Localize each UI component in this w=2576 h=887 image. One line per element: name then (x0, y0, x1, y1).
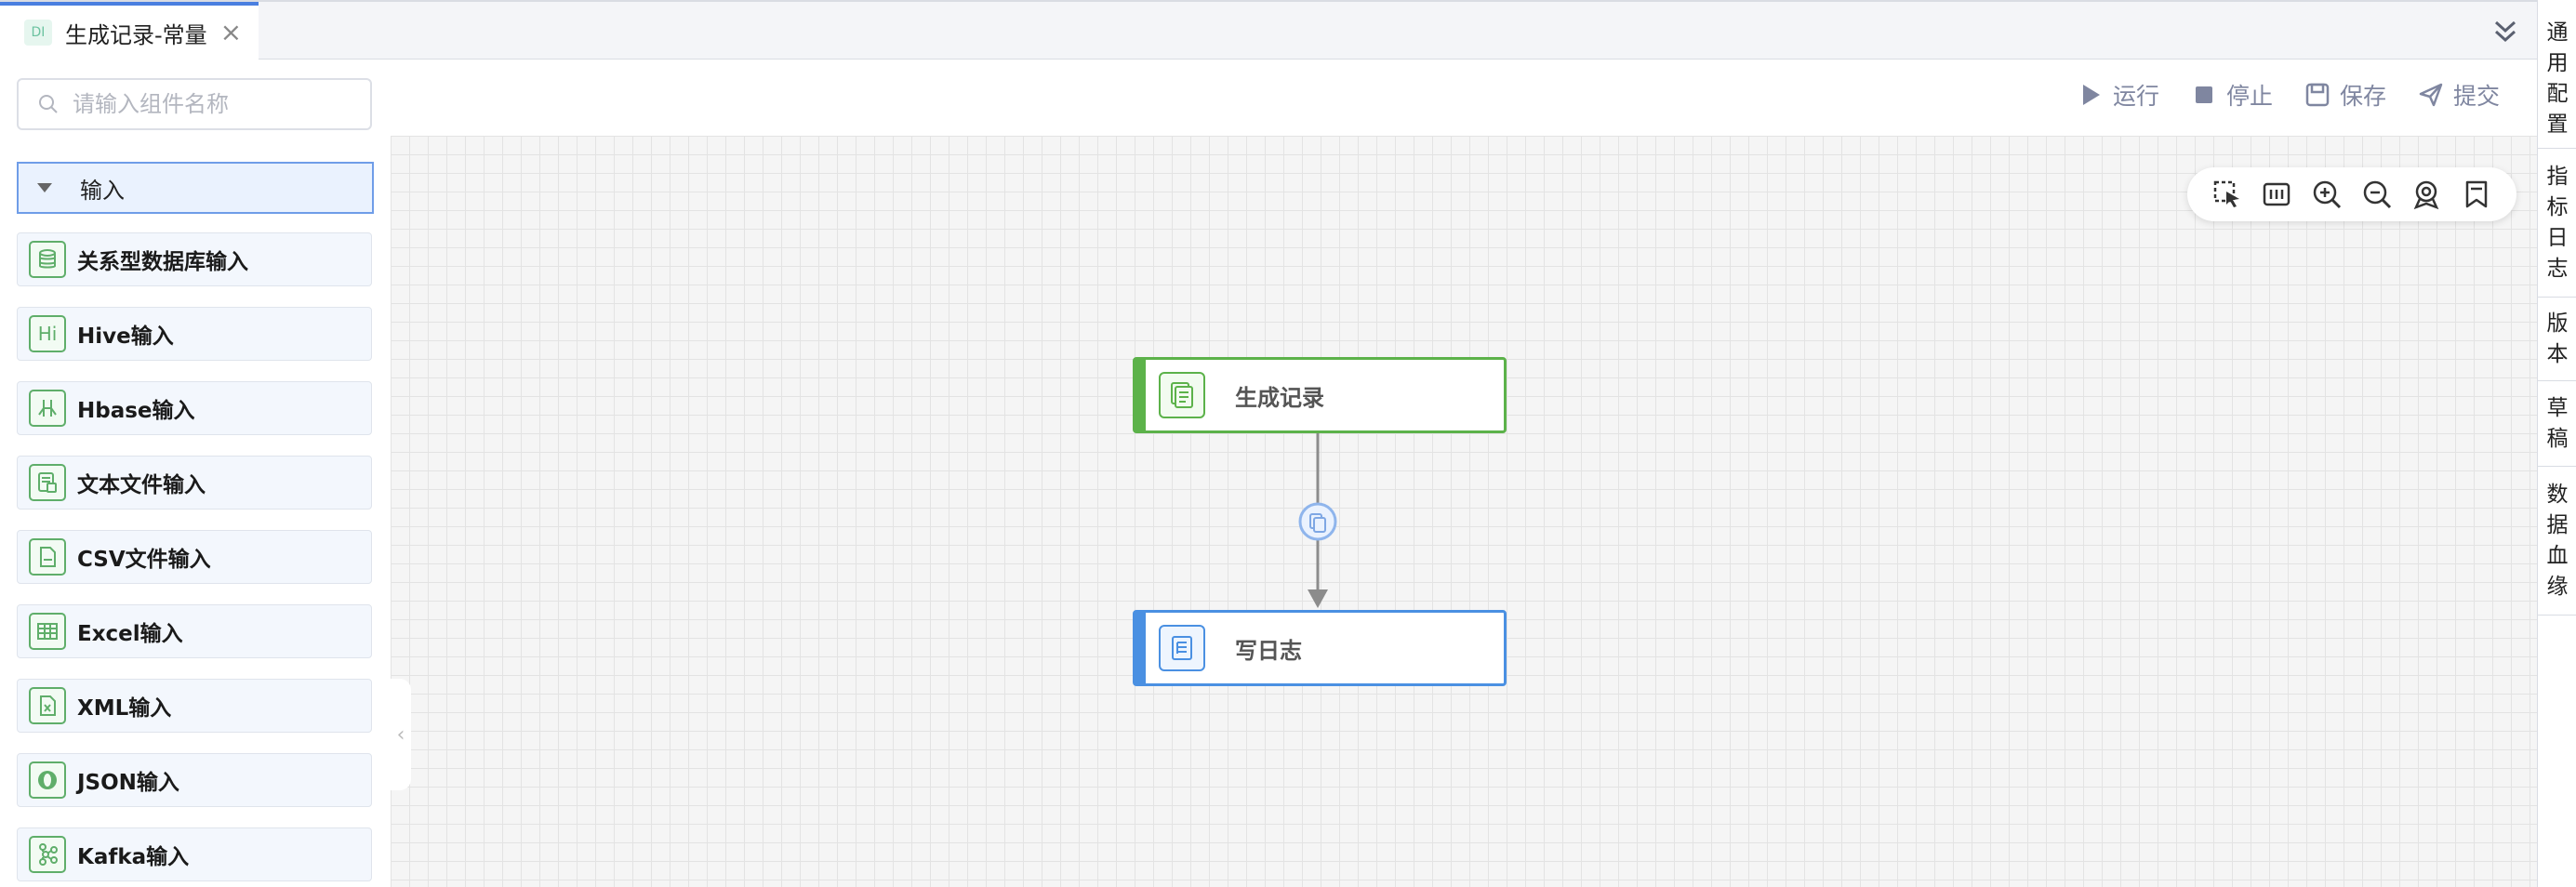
run-button[interactable]: 运行 (2078, 78, 2159, 112)
xml-file-icon (29, 687, 66, 724)
component-hive-input[interactable]: Hi Hive输入 (17, 307, 372, 361)
component-label: Excel输入 (77, 622, 183, 646)
tab-metrics-log[interactable]: 指标日志 (2538, 149, 2576, 298)
component-label: 关系型数据库输入 (77, 250, 248, 274)
tab-draft[interactable]: 草稿 (2538, 381, 2576, 467)
kafka-icon (29, 836, 66, 873)
stop-button[interactable]: 停止 (2191, 78, 2273, 112)
component-kafka-input[interactable]: Kafka输入 (17, 827, 372, 881)
collapse-chevron-icon[interactable] (2487, 15, 2524, 48)
locate-badge-icon[interactable] (2410, 179, 2442, 210)
zoom-in-icon[interactable] (2311, 179, 2343, 210)
group-header-input[interactable]: 输入 (17, 162, 374, 214)
hbase-icon (29, 390, 66, 427)
tab-general-config[interactable]: 通用配置 (2538, 9, 2576, 149)
tab-title: 生成记录-常量 (65, 21, 207, 48)
component-label: Hbase输入 (77, 399, 195, 423)
close-icon[interactable]: × (219, 17, 243, 47)
log-file-icon (1159, 625, 1205, 671)
save-icon (2305, 83, 2330, 107)
tab-app-icon: DI (24, 20, 52, 46)
run-label: 运行 (2112, 83, 2159, 110)
document-copy-icon (1159, 372, 1205, 418)
vertical-tab-label: 通用配置 (2546, 20, 2569, 137)
submit-button[interactable]: 提交 (2418, 78, 2500, 112)
component-hbase-input[interactable]: Hbase输入 (17, 381, 372, 435)
stop-icon (2195, 86, 2212, 103)
stop-label: 停止 (2225, 83, 2273, 110)
flow-canvas[interactable] (391, 136, 2537, 887)
vertical-tab-label: 指标日志 (2546, 164, 2569, 281)
panel-collapse-handle[interactable]: ‹ (391, 679, 411, 790)
component-label: 文本文件输入 (77, 473, 206, 497)
csv-file-icon (29, 538, 66, 576)
component-label: Kafka输入 (77, 845, 190, 869)
tab-generate-records[interactable]: DI 生成记录-常量 × (0, 2, 259, 60)
vertical-tab-label: 草稿 (2546, 395, 2569, 451)
flow-node-write-log[interactable]: 写日志 (1133, 610, 1507, 686)
component-rdbms-input[interactable]: 关系型数据库输入 (17, 232, 372, 286)
send-icon (2419, 83, 2443, 107)
flow-node-generate-records[interactable]: 生成记录 (1133, 357, 1507, 433)
database-icon (29, 241, 66, 278)
component-label: Hive输入 (77, 324, 174, 349)
component-label: CSV文件输入 (77, 548, 211, 572)
component-csv-input[interactable]: CSV文件输入 (17, 530, 372, 584)
component-label: JSON输入 (77, 771, 179, 795)
vertical-tab-label: 版本 (2546, 311, 2569, 366)
component-panel: 输入 关系型数据库输入 Hi Hive输入 Hbase输入 (0, 60, 391, 887)
hive-icon: Hi (29, 315, 66, 352)
zoom-out-icon[interactable] (2361, 179, 2393, 210)
submit-label: 提交 (2452, 83, 2500, 110)
tab-version[interactable]: 版本 (2538, 298, 2576, 381)
group-label: 输入 (80, 177, 125, 204)
search-input[interactable] (73, 91, 352, 117)
text-file-icon (29, 464, 66, 501)
caret-down-icon (37, 183, 52, 192)
tab-data-lineage[interactable]: 数据血缘 (2538, 467, 2576, 616)
node-label: 写日志 (1235, 637, 1302, 664)
component-label: XML输入 (77, 696, 172, 721)
component-xml-input[interactable]: XML输入 (17, 679, 372, 733)
json-icon (29, 761, 66, 799)
component-excel-input[interactable]: Excel输入 (17, 604, 372, 658)
excel-table-icon (29, 613, 66, 650)
minimap-bookmark-icon[interactable] (2461, 179, 2492, 210)
select-area-icon[interactable] (2211, 179, 2243, 210)
fit-view-icon[interactable] (2261, 179, 2292, 210)
save-button[interactable]: 保存 (2304, 78, 2386, 112)
play-icon (2082, 85, 2100, 105)
vertical-tab-label: 数据血缘 (2546, 482, 2569, 599)
canvas-zoom-toolbar (2187, 167, 2516, 221)
component-json-input[interactable]: JSON输入 (17, 753, 372, 807)
editor-toolbar: 运行 停止 保存 提交 (0, 60, 2537, 136)
save-label: 保存 (2339, 83, 2386, 110)
tab-bar: DI 生成记录-常量 × (0, 0, 2537, 60)
right-side-tabs: 通用配置 指标日志 版本 草稿 数据血缘 (2537, 0, 2576, 887)
component-search[interactable] (17, 78, 372, 130)
component-text-file-input[interactable]: 文本文件输入 (17, 456, 372, 510)
search-icon (39, 95, 58, 113)
node-label: 生成记录 (1235, 384, 1324, 411)
